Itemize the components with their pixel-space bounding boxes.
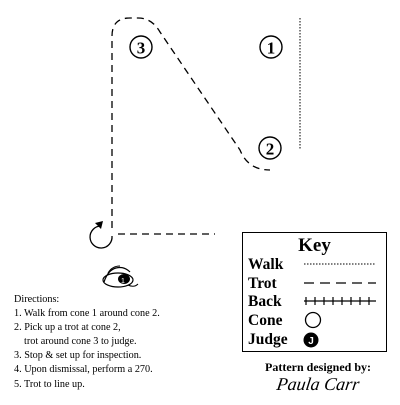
cone-icon bbox=[304, 311, 322, 329]
horse-icon: 1 bbox=[102, 265, 139, 288]
judge-icon: J bbox=[303, 332, 319, 348]
legend-symbols: J bbox=[303, 263, 376, 348]
cone-3: 3 bbox=[129, 35, 153, 59]
direction-step: 1. Walk from cone 1 around cone 2. bbox=[14, 308, 160, 320]
direction-step: 5. Trot to line up. bbox=[14, 378, 85, 390]
legend-trot-label: Trot bbox=[248, 275, 277, 292]
direction-step: 4. Upon dismissal, perform a 270. bbox=[14, 364, 153, 376]
legend-cone-label: Cone bbox=[248, 312, 283, 329]
credit-label: Pattern designed by: bbox=[265, 360, 371, 374]
directions-heading: Directions: bbox=[14, 294, 60, 305]
legend-walk-label: Walk bbox=[248, 256, 284, 273]
cone-1: 1 bbox=[259, 35, 283, 59]
cone-icon bbox=[259, 35, 283, 59]
trot-path bbox=[111, 17, 271, 228]
svg-text:1: 1 bbox=[121, 278, 125, 285]
legend-box: Key Walk Trot Back Cone Judge bbox=[242, 232, 387, 352]
legend-back-label: Back bbox=[248, 293, 282, 310]
direction-step: 3. Stop & set up for inspection. bbox=[14, 350, 142, 362]
cone-1-label: 1 bbox=[267, 39, 276, 58]
legend-title: Key bbox=[298, 235, 331, 256]
designer-signature: Paula Carr bbox=[275, 374, 361, 394]
cone-2: 2 bbox=[258, 136, 282, 160]
direction-step: trot around cone 3 to judge. bbox=[24, 336, 137, 348]
turn-arrow-icon bbox=[89, 221, 113, 249]
directions-block: Directions: 1. Walk from cone 1 around c… bbox=[14, 293, 239, 392]
legend-judge-label: Judge bbox=[248, 331, 288, 348]
cone-2-label: 2 bbox=[266, 140, 275, 159]
cone-3-label: 3 bbox=[137, 39, 146, 58]
cone-icon bbox=[258, 136, 282, 160]
direction-step: 2. Pick up a trot at cone 2, bbox=[14, 322, 121, 334]
cone-icon bbox=[129, 35, 153, 59]
judge-symbol-letter: J bbox=[308, 336, 314, 347]
legend-back-line bbox=[304, 297, 376, 305]
